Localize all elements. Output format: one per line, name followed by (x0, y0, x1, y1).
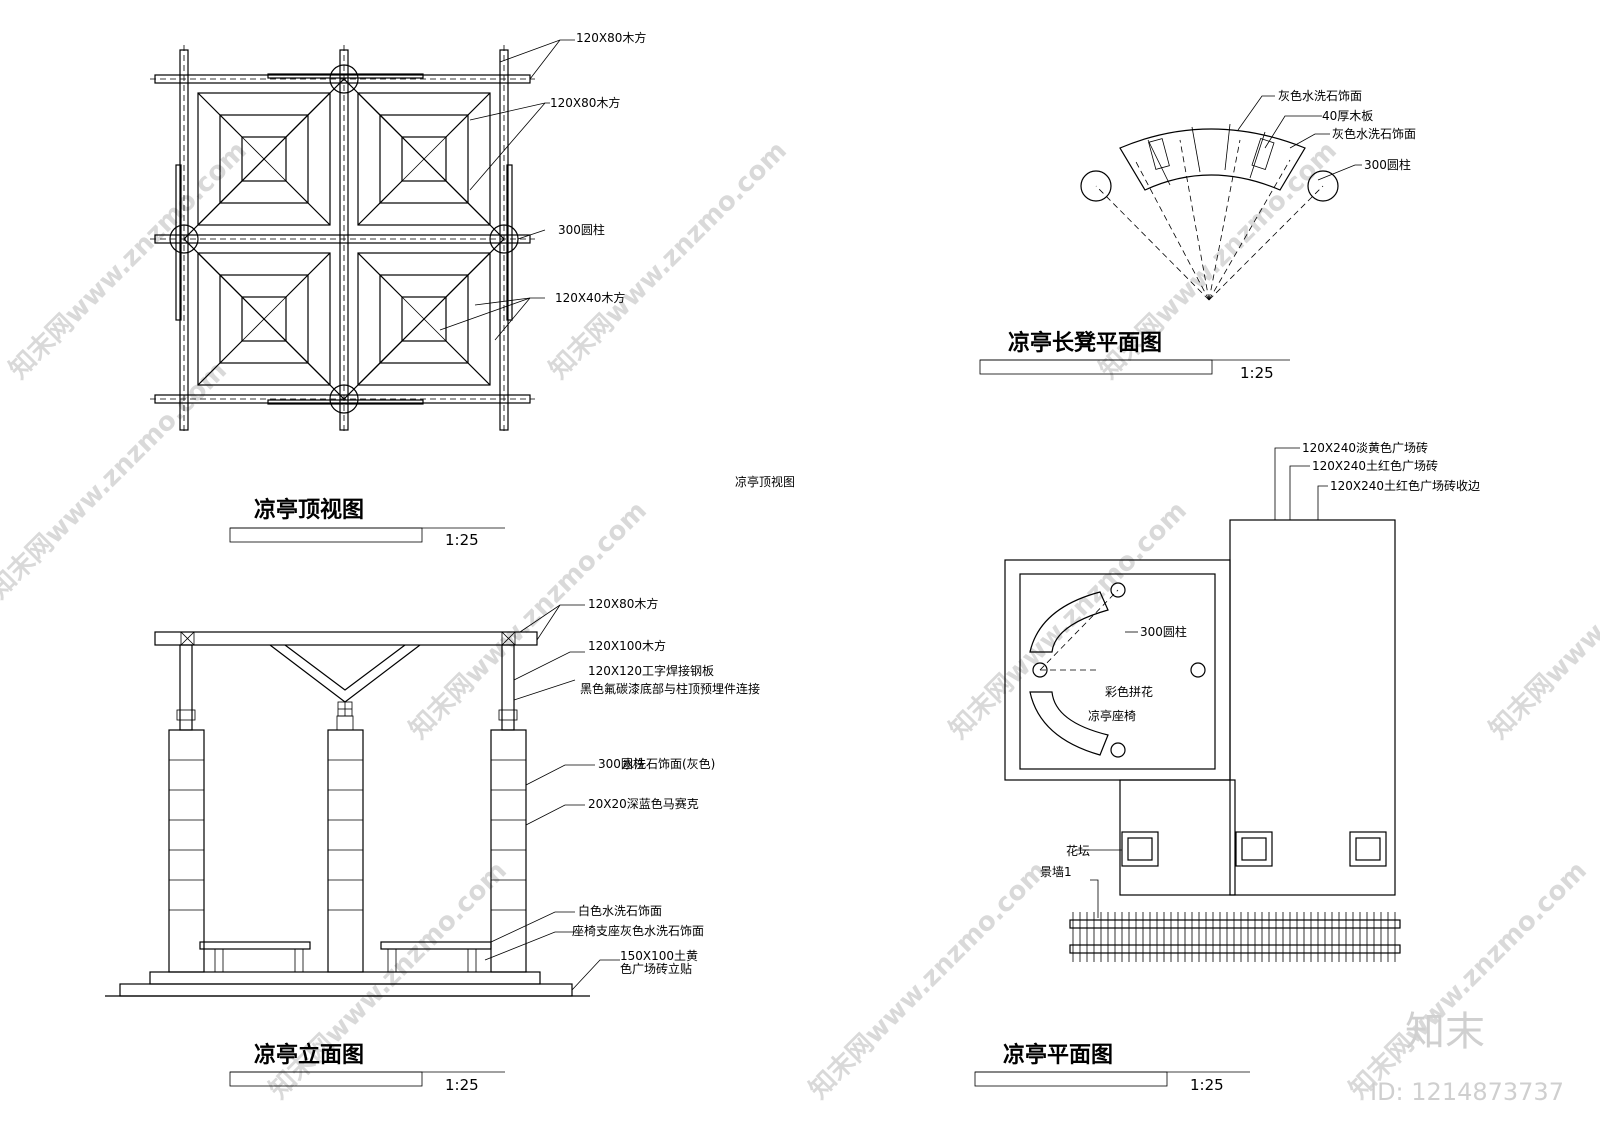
top-view-drawing (150, 39, 575, 435)
top-label-beam-2: 120X80木方 (550, 95, 620, 110)
elev-label-beam: 120X80木方 (588, 596, 658, 611)
top-view-scale: 1:25 (445, 531, 479, 549)
floor-plan-title: 凉亭平面图 (1003, 1042, 1113, 1068)
elevation-drawing (105, 604, 620, 997)
top-view-scale-bar (229, 527, 423, 543)
elev-label-rafter: 120X100木方 (588, 638, 666, 653)
watermark-text: 知末网www.znzmo.com (944, 496, 1193, 745)
watermark-text: 知末网www.znzmo.com (1484, 496, 1600, 745)
floor-plan-scale: 1:25 (1190, 1076, 1224, 1094)
bench-label-stone-1: 灰色水洗石饰面 (1278, 89, 1362, 103)
floor-label-planter: 花坛 (1066, 843, 1090, 858)
top-label-column: 300圆柱 (558, 222, 605, 237)
bench-plan-drawing (1080, 95, 1362, 301)
bench-label-board: 40厚木板 (1322, 109, 1373, 123)
elev-label-seat-support: 座椅支座灰色水洗石饰面 (572, 923, 704, 938)
elevation-scale: 1:25 (445, 1076, 479, 1094)
bench-label-stone-2: 灰色水洗石饰面 (1332, 127, 1416, 141)
watermark-text: 知末网www.znzmo.com (404, 496, 653, 745)
elev-label-tile-2: 色广场砖立贴 (620, 961, 692, 976)
image-id: ID: 1214873737 (1370, 1078, 1564, 1106)
watermark-text: 知末网www.znzmo.com (0, 356, 233, 605)
elevation-scale-bar (229, 1071, 423, 1087)
watermark-text: 知末网www.znzmo.com (544, 136, 793, 385)
watermark-text: 知末网www.znzmo.com (1344, 856, 1593, 1105)
floor-label-red-edge: 120X240土红色广场砖收边 (1330, 478, 1480, 493)
elev-label-column: 300圆柱 (598, 756, 645, 771)
floor-label-red-tile: 120X240土红色广场砖 (1312, 458, 1438, 473)
floor-label-column: 300圆柱 (1140, 624, 1187, 639)
elev-label-tile-1: 150X100土黄 (620, 949, 698, 963)
elev-label-white-stone: 白色水洗石饰面 (578, 903, 662, 918)
floor-label-pattern: 彩色拼花 (1105, 684, 1153, 699)
top-label-batten: 120X40木方 (555, 290, 625, 305)
top-label-beam-1: 120X80木方 (576, 30, 646, 45)
elev-label-steel-plate: 120X120工字焊接钢板 (588, 663, 714, 678)
elev-label-fluoro-paint: 黑色氟碳漆底部与柱顶预埋件连接 (580, 681, 760, 696)
top-view-title: 凉亭顶视图 (254, 497, 364, 523)
top-view-side-note: 凉亭顶视图 (735, 474, 795, 489)
watermark-text: 知末网www.znzmo.com (4, 136, 253, 385)
elev-label-grey-stone: 水洗石饰面(灰色) (622, 757, 715, 771)
floor-label-seat: 凉亭座椅 (1088, 708, 1136, 723)
floor-plan-scale-bar (974, 1071, 1168, 1087)
floor-label-wall: 景墙1 (1040, 865, 1072, 879)
elevation-title: 凉亭立面图 (254, 1042, 364, 1068)
brand-logo: 知末 (1405, 1009, 1485, 1055)
floor-plan-drawing (1004, 447, 1401, 962)
bench-plan-scale: 1:25 (1240, 364, 1274, 382)
floor-label-yellow-tile: 120X240淡黄色广场砖 (1302, 440, 1428, 455)
bench-label-column: 300圆柱 (1364, 157, 1411, 172)
bench-plan-title: 凉亭长凳平面图 (1008, 330, 1162, 356)
elev-label-mosaic: 20X20深蓝色马赛克 (588, 796, 699, 811)
